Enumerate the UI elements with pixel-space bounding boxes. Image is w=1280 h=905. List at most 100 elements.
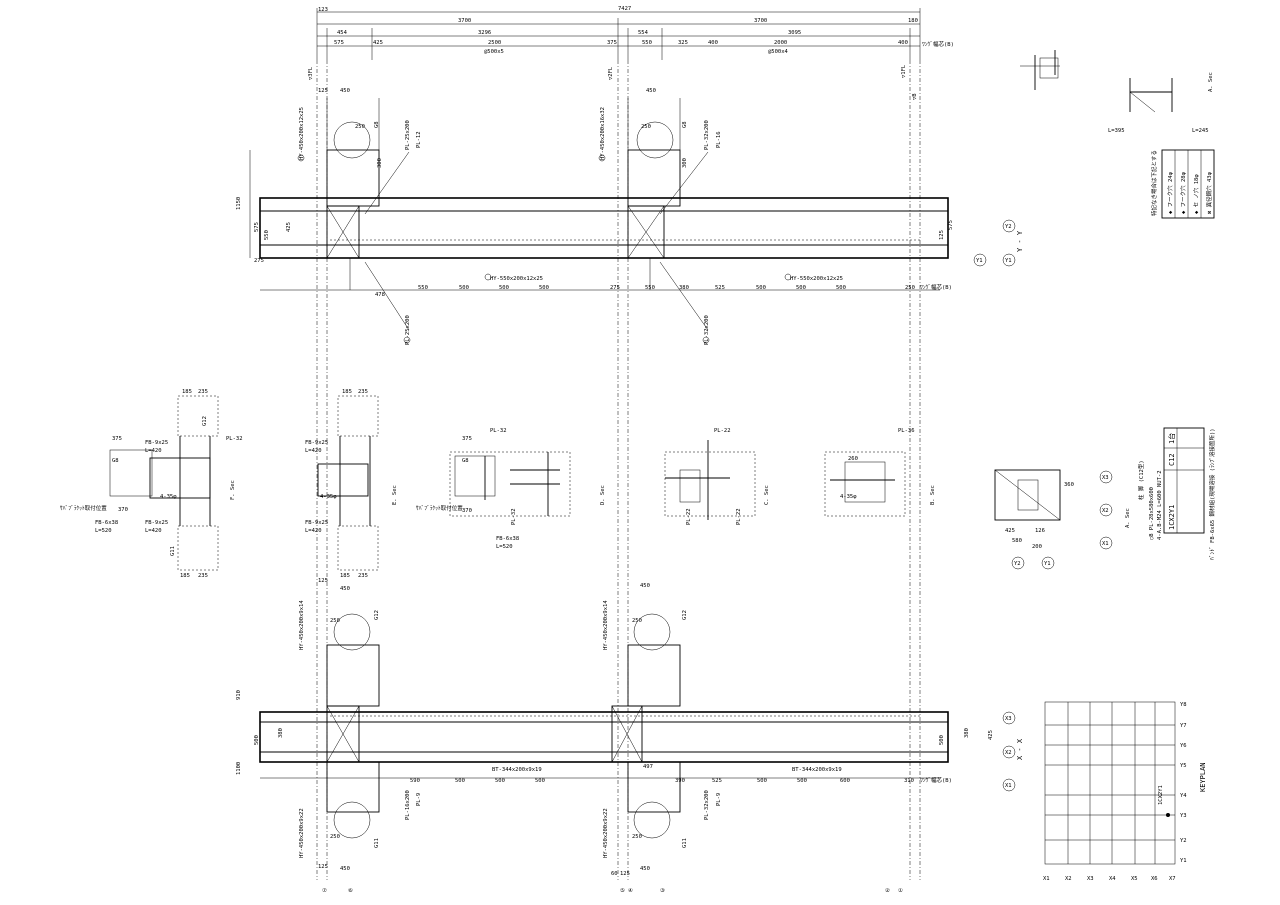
bmark-6: ① [898,887,903,894]
hy-beam1-label: HY-550x200x12x25 [490,276,543,282]
detail-c-sec: PL-22 PL-22 PL-22 C. Sec [664,428,770,525]
dim-r3-8: 400 [898,40,908,46]
top-beam-assembly [259,98,949,291]
hy-bot-left-label: HY-450x200x9x14 [299,600,305,650]
bt-left-label: BT-344x200x9x19 [492,767,542,773]
dim-125-a: 125 [318,88,328,94]
sec-f-label: F. Sec [230,480,236,500]
base-y1-bubble [1041,556,1055,570]
f-d235: 235 [198,389,208,395]
e-fb3: FB-9x25 [305,520,328,526]
top-beam-dim-row: 550 500 500 500 275 550 380 525 500 500 … [418,283,952,291]
pl-top-mid: PL-32x200 [704,120,710,150]
detail-f-sec: 185 235 375 G8 FB-9x25 L=420 4-35φ FB-6x… [60,389,243,579]
bb-dim-8: 310 [904,778,914,784]
yy-marker: Y1 Y2 Y1 Y - Y [973,219,1024,267]
d-d375: 375 [462,436,472,442]
tb-dim-2: 500 [499,285,509,291]
tb-dim-9: 500 [796,285,806,291]
bottom-beam-assembly [259,613,949,839]
f-fb3: FB-9x25 [145,520,168,526]
yy-label: Y - Y [1016,230,1024,252]
f-d370: 370 [118,507,128,513]
kp-col-2: X3 [1087,876,1094,882]
g11-bot-mid: G11 [682,838,688,848]
dim-r3-7: 2000 [774,40,787,46]
keyplan-col-labels: X1 X2 X3 X4 X5 X6 X7 [1043,876,1176,882]
bb-d250-c: 250 [330,834,340,840]
legend-row-0: ◆ フーク穴 24φ [1166,171,1174,214]
grid-lines [316,60,921,880]
tb-dim-5: 550 [645,285,655,291]
grid-y1-bubble [973,253,987,267]
legend-row-1: ◆ フーク穴 28φ [1179,171,1187,214]
callout-circle [784,273,792,281]
keyplan-row-labels: Y8 Y7 Y6 Y5 Y4 Y3 Y2 Y1 [1180,702,1187,864]
f-d185b: 185 [180,573,190,579]
bb-d910: 910 [236,690,242,700]
col-note2: 4-A.B-M24 L=600 NUT-2 [1157,470,1163,540]
grid-y2-label: Y2 [1005,224,1012,230]
dim-overall: 7427 [618,6,631,12]
d-pl32b: PL-32 [511,508,517,525]
tb-dim-4: 275 [610,285,620,291]
callout-circle [403,336,411,344]
c-pl22c: PL-22 [736,508,742,525]
f-fb3-l: L=420 [145,528,162,534]
bb-dim-2: 500 [495,778,505,784]
callout-circle [702,336,710,344]
pl-bot-bl2: PL-9 [416,793,422,806]
kp-row-7: Y1 [1180,858,1187,864]
f-fb2-l: L=520 [95,528,112,534]
keyplan-cx-mark: 1CX2Y1 [1158,785,1164,805]
hy-bot-mid-label: HY-450x200x9x14 [603,600,609,650]
leader-line [659,261,709,331]
bb-dim-6: 500 [797,778,807,784]
bracket-l245: L=245 [1192,128,1209,134]
bb-d60: 60 [611,871,618,877]
dim-575-r: 575 [948,220,954,230]
e-d235b: 235 [358,573,368,579]
pl-bot-bm2: PL-9 [716,793,722,806]
kp-col-3: X4 [1109,876,1116,882]
bb-d125-a: 125 [318,578,328,584]
f-d375: 375 [112,436,122,442]
d-fb2-l: L=520 [496,544,513,550]
sec-e-label: E. Sec [392,485,398,505]
bracket-detail: L=395 L=245 A. Sec [1108,72,1214,134]
keyplan: 1CX2Y1 KEYPLAN [1044,701,1207,865]
dim-r3-5: 325 [678,40,688,46]
sec-c-label: C. Sec [764,485,770,505]
b-pl36: PL-36 [898,428,915,434]
base-d126: 126 [1035,528,1045,534]
bottom-grid-marks: ⑦ ⑥ ⑤ ④ ③ ② ① [322,887,903,894]
bb-d450-b: 450 [640,583,650,589]
dim-r3-3: 375 [607,40,617,46]
pl-bot-bl: PL-16x200 [405,790,411,820]
f-fb2: FB-6x38 [95,520,118,526]
dim-550: 550 [264,230,270,240]
g8-top-left: G8 [374,121,380,128]
bracket-l395: L=395 [1108,128,1125,134]
leader-line [364,151,410,215]
g12-bot-mid: G12 [682,610,688,620]
bmark-0: ⑦ [322,887,327,894]
b-holes: 4-35φ [840,494,857,500]
bmark-1: ⑥ [348,887,353,894]
e-side-note: ｻﾊﾞﾌﾞﾗｹｯﾄ取付位置 [416,504,463,512]
dim-300-a: 300 [377,158,383,168]
bmark-4: ③ [660,887,665,894]
hole-legend: 特記なき場合は下記とする ◆ フーク穴 24φ ◆ フーク穴 28φ ◆ セ ノ… [1150,149,1215,219]
dim-478: 478 [375,292,385,298]
dim-sub-1: 3296 [478,30,491,36]
dim-575: 575 [254,222,260,232]
dim-450-a: 450 [340,88,350,94]
kp-row-6: Y2 [1180,838,1187,844]
d-d370: 370 [462,508,472,514]
d-pl32: PL-32 [490,428,507,434]
g8-top-mid: G8 [682,121,688,128]
e-fb3-l: L=420 [305,528,322,534]
g11-bot-left: G11 [374,838,380,848]
base-d200: 200 [1032,544,1042,550]
bb-d390: 390 [675,778,685,784]
